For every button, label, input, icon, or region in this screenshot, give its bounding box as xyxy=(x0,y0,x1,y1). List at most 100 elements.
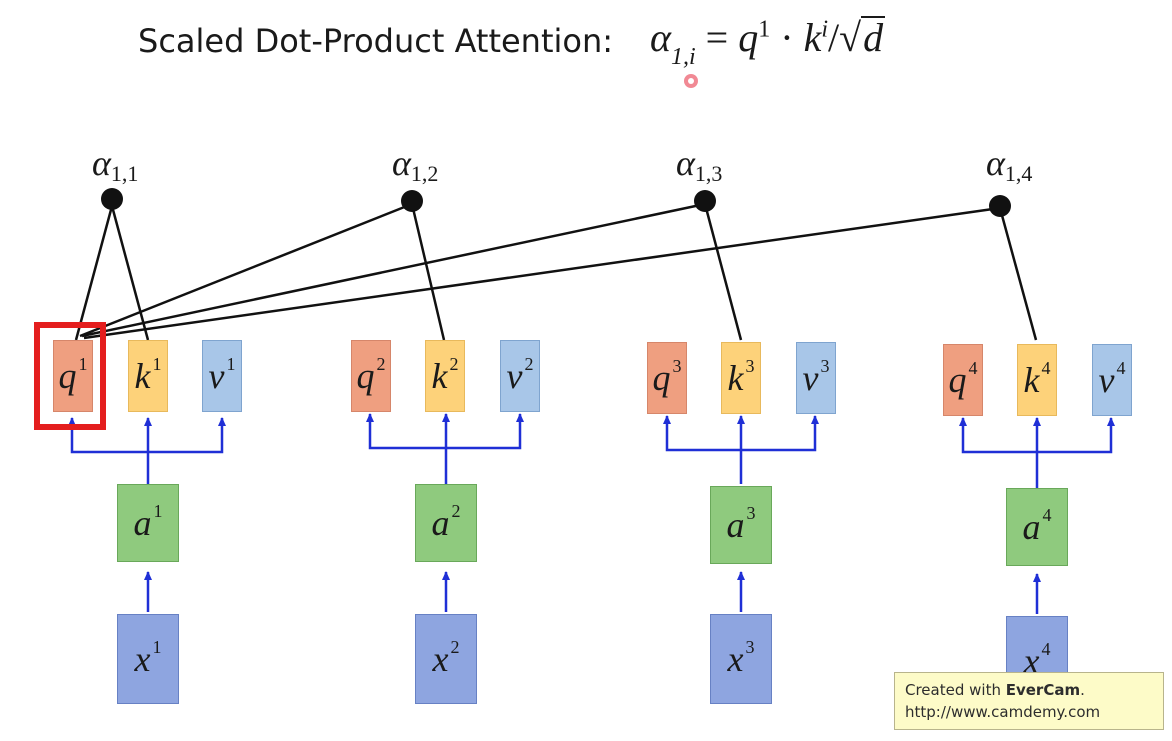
q-sup: 1 xyxy=(78,353,88,374)
alpha-sub: 1,4 xyxy=(1004,161,1033,186)
x-sup: 3 xyxy=(745,636,755,657)
formula-q-sup: 1 xyxy=(758,16,771,43)
v-sup: 1 xyxy=(226,353,236,374)
q-sup: 4 xyxy=(968,357,978,378)
alpha-dot-4 xyxy=(989,195,1011,217)
k-symbol: k xyxy=(1023,360,1040,400)
alpha-label-4: α1,4 xyxy=(986,142,1033,186)
x-sup: 4 xyxy=(1041,638,1051,659)
alpha-dots xyxy=(101,188,1011,217)
title-label: Scaled Dot-Product Attention: xyxy=(138,22,614,60)
k-sup: 2 xyxy=(449,353,459,374)
x-sup: 2 xyxy=(450,636,460,657)
watermark-line1: Created with EverCam. xyxy=(905,679,1153,701)
edge-q1-alpha11 xyxy=(74,205,114,341)
evercam-watermark: Created with EverCam. http://www.camdemy… xyxy=(894,672,1164,730)
attention-formula: α1,i = q1 · ki/√d xyxy=(650,14,886,70)
k-symbol: k xyxy=(134,356,151,396)
a-sup: 2 xyxy=(451,500,461,521)
a-sup: 4 xyxy=(1042,504,1052,525)
v-sup: 3 xyxy=(820,355,830,376)
alpha-dot-3 xyxy=(694,190,716,212)
formula-sqrt-arg: d xyxy=(861,15,886,60)
v-sup: 2 xyxy=(524,353,534,374)
formula-k: k xyxy=(803,15,822,60)
a-symbol: a xyxy=(431,503,450,543)
blue-arrows xyxy=(68,413,1115,614)
cursor-pointer-icon xyxy=(684,74,698,88)
x-symbol: x xyxy=(727,639,744,679)
k-symbol: k xyxy=(727,358,744,398)
x-symbol: x xyxy=(1023,641,1040,681)
formula-q: q xyxy=(738,15,759,60)
formula-slash: / xyxy=(828,15,840,60)
edge-k4-alpha14 xyxy=(998,207,1038,341)
q-symbol: q xyxy=(652,358,671,398)
q-symbol: q xyxy=(948,360,967,400)
v-symbol: v xyxy=(1098,360,1115,400)
alpha-symbol: α xyxy=(92,143,111,183)
alpha-sub: 1,1 xyxy=(110,161,139,186)
alpha-dot-1 xyxy=(101,188,123,210)
formula-equals: = xyxy=(705,15,729,60)
x-symbol: x xyxy=(432,639,449,679)
q-sup: 3 xyxy=(672,355,682,376)
edge-q1-alpha14 xyxy=(83,206,1001,340)
a-symbol: a xyxy=(1022,507,1041,547)
formula-k-sup: i xyxy=(821,16,828,43)
edge-k1-alpha11 xyxy=(110,205,150,341)
x-symbol: x xyxy=(134,639,151,679)
formula-sqrt: √d xyxy=(839,15,886,60)
k-sup: 4 xyxy=(1041,357,1051,378)
q1-highlight-box xyxy=(34,322,106,430)
alpha-sub: 1,3 xyxy=(694,161,723,186)
watermark-brand: EverCam xyxy=(1005,681,1081,699)
attention-edges xyxy=(74,202,1038,341)
a-symbol: a xyxy=(133,503,152,543)
watermark-prefix: Created with xyxy=(905,681,1006,699)
a-sup: 1 xyxy=(153,500,163,521)
a-sup: 3 xyxy=(746,502,756,523)
alpha-sub: 1,2 xyxy=(410,161,439,186)
v-symbol: v xyxy=(208,356,225,396)
q-sup: 2 xyxy=(376,353,386,374)
q-symbol: q xyxy=(58,356,77,396)
alpha-dot-2 xyxy=(401,190,423,212)
alpha-symbol: α xyxy=(986,143,1005,183)
formula-alpha-sub: 1,i xyxy=(671,44,696,70)
v-symbol: v xyxy=(802,358,819,398)
watermark-url: http://www.camdemy.com xyxy=(905,703,1101,721)
edge-k2-alpha12 xyxy=(410,203,446,341)
a-symbol: a xyxy=(726,505,745,545)
x-sup: 1 xyxy=(152,636,162,657)
v-symbol: v xyxy=(506,356,523,396)
formula-alpha: α xyxy=(650,15,671,60)
q-symbol: q xyxy=(356,356,375,396)
alpha-label-3: α1,3 xyxy=(676,142,723,186)
formula-dot: · xyxy=(780,15,794,60)
k-sup: 3 xyxy=(745,355,755,376)
edge-q1-alpha13 xyxy=(81,202,706,338)
k-symbol: k xyxy=(431,356,448,396)
alpha-label-1: α1,1 xyxy=(92,142,139,186)
k-sup: 1 xyxy=(152,353,162,374)
watermark-suffix: . xyxy=(1080,681,1085,699)
